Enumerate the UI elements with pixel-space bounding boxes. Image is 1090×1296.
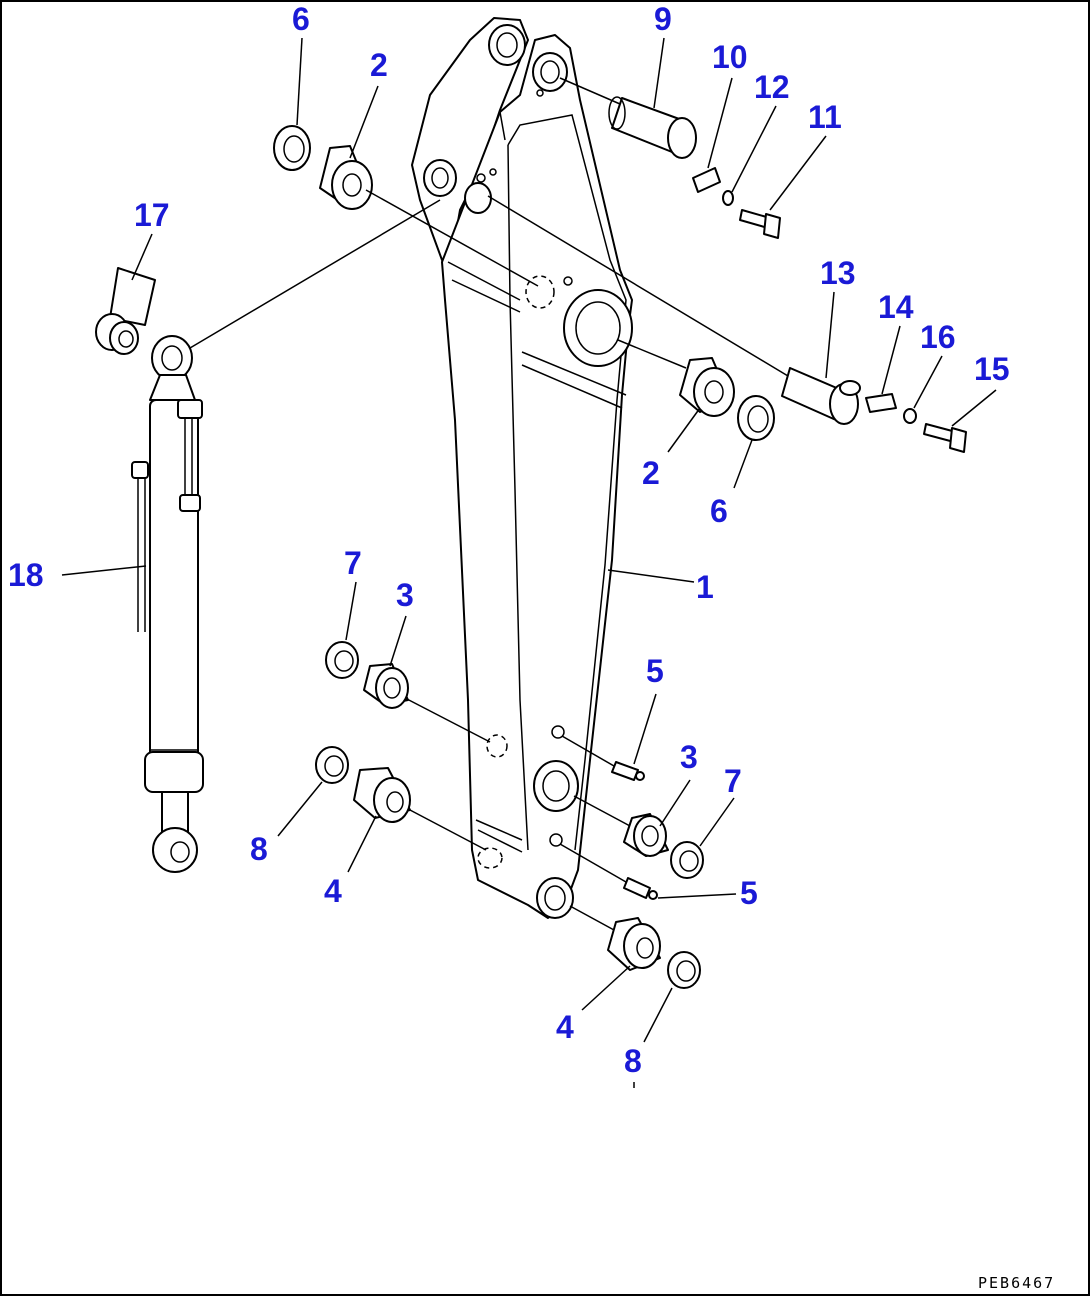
drawing-code: PEB6467 (978, 1274, 1055, 1292)
callout-8-upper: 8 (250, 831, 268, 867)
callout-18: 18 (8, 557, 44, 593)
callout-2-top: 2 (370, 47, 388, 83)
seal-part-8-upper (315, 746, 349, 784)
seal-part-8-lower (667, 951, 701, 989)
callout-6-top: 6 (292, 1, 310, 37)
grease-fitting-part-5-lower (623, 877, 658, 900)
callout-8-lower: 8 (624, 1043, 642, 1079)
bushing-part-4-lower (607, 917, 661, 971)
callout-1: 1 (696, 569, 714, 605)
bushing-part-3-upper (363, 663, 409, 709)
seal-part-7-lower (670, 841, 704, 879)
callout-12: 12 (754, 69, 790, 105)
callout-4-upper: 4 (324, 873, 342, 909)
callout-leaders (61, 37, 997, 1088)
callout-5-lower: 5 (740, 875, 758, 911)
callout-15: 15 (974, 351, 1010, 387)
seal-part-6-top (273, 125, 311, 171)
callout-7-lower: 7 (724, 763, 742, 799)
assembly-lines (189, 77, 789, 931)
callout-6-lower: 6 (710, 493, 728, 529)
washer-part-12 (722, 190, 734, 206)
callout-2-lower: 2 (642, 455, 660, 491)
callout-labels: 1 2 2 3 3 4 4 5 5 6 6 7 7 8 8 9 10 11 12… (8, 1, 1010, 1079)
callout-11: 11 (808, 99, 842, 135)
seal-part-6-lower (737, 395, 775, 441)
callout-7-upper: 7 (344, 545, 362, 581)
arm-cylinder-part-18 (131, 335, 204, 873)
pin-part-9 (608, 96, 697, 159)
pin-part-13 (781, 367, 861, 425)
callout-3-lower: 3 (680, 739, 698, 775)
plate-part-14 (865, 393, 897, 413)
bushing-part-2-lower (679, 357, 735, 417)
hose-clip-part-17 (95, 267, 156, 355)
callout-9: 9 (654, 1, 672, 37)
grease-fitting-part-5-upper (611, 761, 645, 781)
bolt-part-15 (923, 423, 967, 453)
callout-5-upper: 5 (646, 653, 664, 689)
callout-16: 16 (920, 319, 956, 355)
seal-part-7-upper (325, 641, 359, 679)
bushing-part-3-lower (623, 813, 669, 857)
bushing-part-4-upper (353, 767, 411, 823)
bolt-part-11 (739, 209, 781, 239)
callout-10: 10 (712, 39, 748, 75)
callout-4-lower: 4 (556, 1009, 574, 1045)
callout-14: 14 (878, 289, 914, 325)
bushing-part-2-top (319, 145, 373, 210)
callout-17: 17 (134, 197, 170, 233)
callout-13: 13 (820, 255, 856, 291)
arm-part-1 (411, 17, 633, 919)
washer-part-16 (903, 408, 917, 424)
plate-part-10 (692, 167, 721, 193)
callout-3-upper: 3 (396, 577, 414, 613)
